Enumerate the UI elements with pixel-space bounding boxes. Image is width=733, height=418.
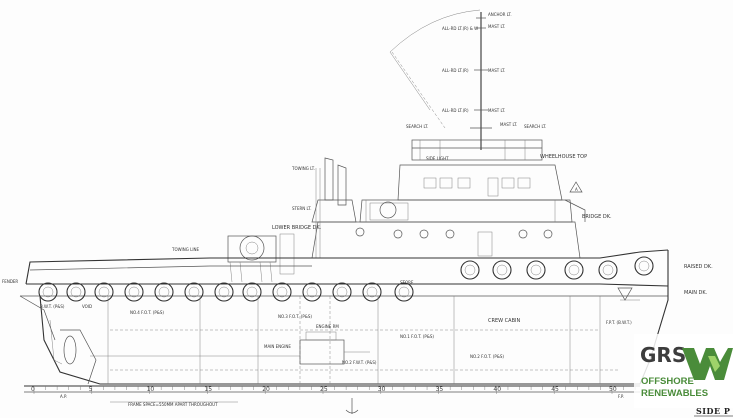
store-label: STORE [400, 280, 414, 285]
mast-label-2: MAST LT. [488, 24, 505, 29]
towing-lt-label: TOWING LT. [291, 166, 315, 171]
frame-number: 40 [493, 386, 501, 393]
frame-number: 0 [31, 386, 35, 393]
deckhouse-portholes [355, 227, 553, 239]
frame-number: 10 [147, 386, 155, 393]
frame-number: 45 [551, 386, 559, 393]
tyre-fenders [38, 256, 654, 302]
frame-number: 20 [262, 386, 270, 393]
raised-dk-label: RAISED DK. [684, 264, 713, 270]
logo-line-2: RENEWABLES [641, 388, 708, 399]
tank-label-2: NO.3 F.O.T. (P&S) [278, 314, 312, 319]
tank-label-3: NO.1 F.O.T. (P&S) [400, 334, 434, 339]
tank-label-6: F.P.T. (B.W.T.) [606, 320, 632, 325]
void-label: VOID [82, 304, 92, 309]
stern-lt-label: STERN LT. [292, 206, 311, 211]
grs-logo: GRS OFFSHORE RENEWABLES [634, 334, 733, 408]
svg-text:A: A [575, 187, 578, 192]
frame-number: 25 [320, 386, 328, 393]
bridge-dk-label: BRIDGE DK. [582, 214, 612, 220]
mast-label-1: ANCHOR LT. [488, 12, 512, 17]
wheelhouse-top-label: WHEELHOUSE TOP [540, 154, 587, 160]
main-engine-label: MAIN ENGINE [264, 344, 291, 349]
tank-label-1: NO.4 F.O.T. (P&S) [130, 310, 164, 315]
bottom-anchor-mark [345, 398, 359, 414]
mast-label-8: MAST LT. [500, 122, 517, 127]
mast-label-5: ALL-RD LT.(R) [442, 68, 469, 73]
logo-line-1: OFFSHORE [641, 376, 694, 387]
frame-number: 50 [609, 386, 617, 393]
hull [19, 249, 669, 385]
frame-number: 30 [378, 386, 386, 393]
logo-mark: GRS [640, 343, 686, 367]
towing-line-label: TOWING LINE [171, 247, 199, 252]
search-lt-left: SEARCH LT. [406, 124, 428, 129]
funnel [311, 157, 357, 258]
frame-note: FRAME SPACE=550MM APART THROUGHOUT [128, 402, 218, 407]
forepeak-marker [617, 287, 640, 301]
mast-label-6: MAST LT. [488, 108, 505, 113]
frame-ticks: 0 5 10 15 20 25 30 35 40 45 50 [31, 386, 636, 394]
view-title: SIDE P [696, 406, 730, 416]
main-engine [299, 331, 370, 365]
crew-cabin-label: CREW CABIN [488, 318, 520, 324]
tank-label-5: NO.2 F.W.T. (P&S) [342, 360, 377, 365]
wheelhouse [397, 139, 563, 201]
frame-number: 35 [436, 386, 444, 393]
bulkheads [107, 296, 601, 384]
ap-label: A.P. [60, 394, 67, 399]
main-dk-label: MAIN DK. [684, 290, 708, 296]
frame-number: 5 [89, 386, 93, 393]
fp-label: F.P. [618, 394, 624, 399]
bwt-label: B.W.T. (P&S) [40, 304, 65, 309]
towing-winch [227, 233, 295, 283]
frame-number: 15 [204, 386, 212, 393]
frame-scale [24, 385, 640, 393]
tank-label-4: NO.2 F.O.T. (P&S) [470, 354, 504, 359]
side-light-label: SIDE LIGHT [426, 156, 449, 161]
search-lt-right: SEARCH LT. [524, 124, 546, 129]
engine-rm-label: ENGINE RM [316, 324, 339, 329]
mast-label-4: MAST LT. [488, 68, 505, 73]
fender-label: FENDER [2, 279, 18, 284]
mast [389, 9, 492, 150]
superstructure: A [311, 181, 586, 259]
mast-label-3: ALL-RD LT.(R) & W [442, 26, 478, 31]
lower-bridge-dk-label: LOWER BRIDGE DK. [272, 225, 322, 231]
mast-label-7: ALL-RD LT.(R) [442, 108, 469, 113]
